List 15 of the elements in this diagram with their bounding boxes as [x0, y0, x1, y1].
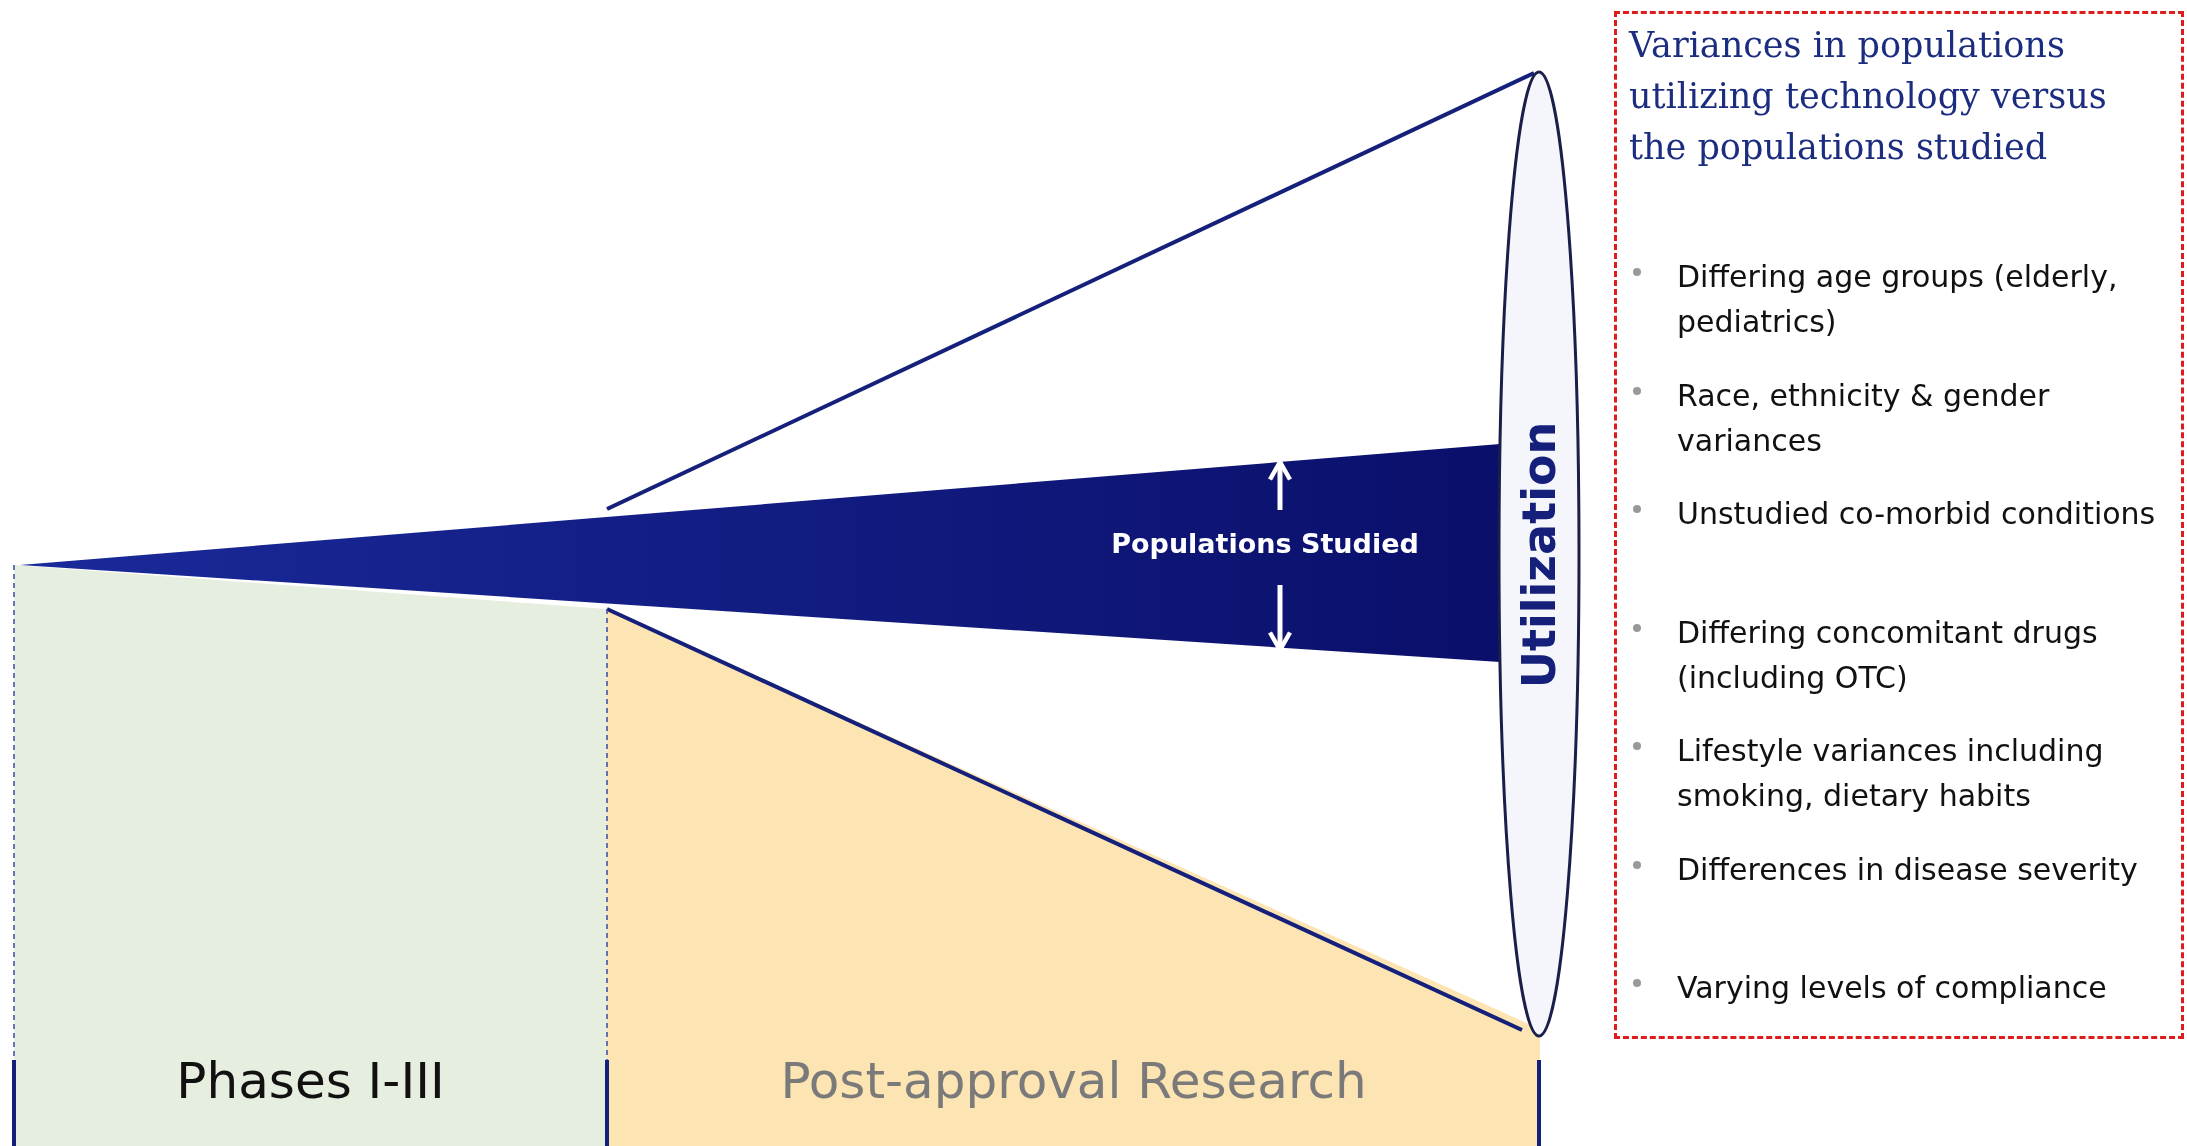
callout-title: Variances in populations utilizing technology versus the populations studied	[1629, 24, 2108, 169]
wedge-label: Populations Studied	[1110, 528, 1420, 559]
phase-region	[14, 565, 607, 1146]
bullet-item: Varying levels of compliance	[1677, 969, 2108, 1007]
bullet-item: Lifestyle variances including smoking, dietary habits	[1677, 732, 2105, 815]
bullet-item: Race, ethnicity & gender variances	[1677, 376, 2051, 460]
bullet-item: Differing age groups (elderly, pediatrics)	[1677, 258, 2119, 341]
region-label: Phases I-III	[175, 1051, 446, 1112]
bullet-item: Differences in disease severity	[1677, 850, 2139, 889]
callout-box	[1614, 11, 2184, 1039]
bullet-item: Unstudied co-morbid conditions	[1677, 495, 2157, 533]
bullet-item: Differing concomitant drugs (including OTC)	[1677, 613, 2099, 697]
ellipse-shape	[1497, 70, 1581, 1039]
region-label: Post-approval Research	[779, 1051, 1368, 1112]
axis-label: Utilization	[1514, 420, 1564, 691]
